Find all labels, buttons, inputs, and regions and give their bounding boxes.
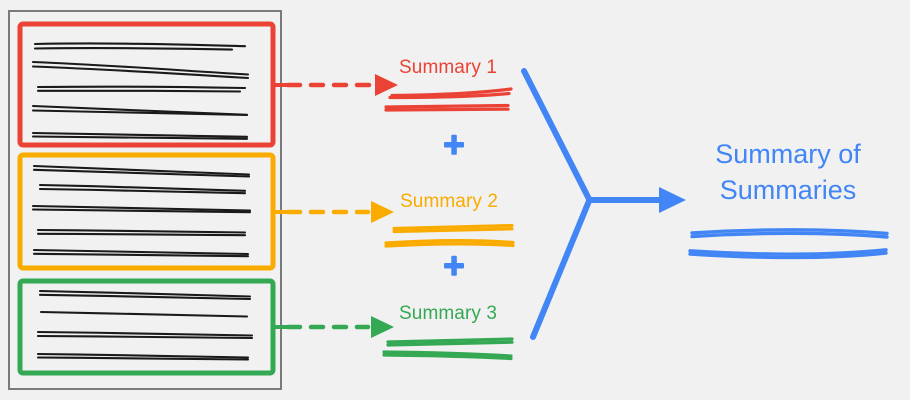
arrow-merge-branch-top — [521, 68, 592, 202]
arrow-chunk-1-head — [375, 74, 398, 96]
chunk-3-text-lines — [36, 289, 254, 361]
arrow-merge-head — [659, 187, 686, 213]
summary-1-label[interactable]: Summary 1 — [399, 57, 498, 78]
summary-2-squiggles — [384, 223, 515, 248]
summary-of-summaries-line-1: Summary of — [715, 139, 861, 169]
plus-2-icon — [444, 255, 464, 276]
chunk-1-text-lines — [31, 42, 250, 140]
arrow-chunk-2-head — [371, 201, 394, 223]
source-document-outline — [8, 10, 282, 390]
arrow-chunk-2 — [285, 201, 394, 223]
arrow-merge — [521, 68, 686, 340]
arrow-chunk-3 — [285, 316, 394, 338]
final-summary-squiggles — [688, 228, 889, 260]
summary-3-squiggles — [382, 337, 514, 361]
summary-of-summaries-line-2: Summaries — [719, 175, 857, 205]
summary-2-label[interactable]: Summary 2 — [400, 191, 499, 212]
chunk-2-text-lines — [31, 164, 252, 258]
arrow-chunk-3-head — [371, 316, 394, 338]
summary-of-summaries-label[interactable]: Summary of Summaries — [688, 136, 888, 208]
summary-3-label[interactable]: Summary 3 — [399, 303, 498, 324]
arrow-chunk-1 — [285, 74, 398, 96]
arrow-merge-branch-bottom — [530, 198, 592, 340]
summary-1-squiggles — [384, 87, 513, 112]
chunk-1-group[interactable] — [17, 21, 276, 148]
plus-1-icon — [444, 134, 464, 155]
